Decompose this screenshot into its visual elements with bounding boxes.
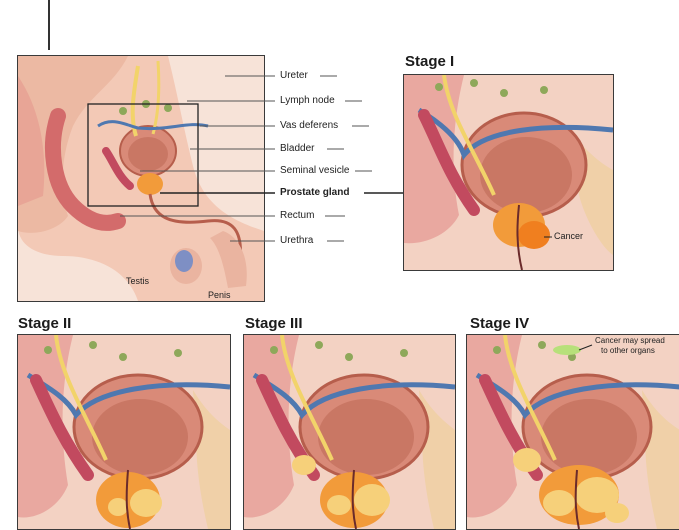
stage-1-title: Stage I (405, 53, 454, 70)
stage-4-panel: Cancer may spread to other organs (466, 334, 679, 530)
label-seminal-vesicle: Seminal vesicle (280, 165, 349, 176)
label-vas-deferens: Vas deferens (280, 120, 338, 131)
stage-2-anatomy (18, 335, 230, 529)
stage-3-panel (243, 334, 456, 530)
stage-4-spread-line2: to other organs (601, 346, 655, 355)
top-left-tick (48, 0, 50, 50)
testis-label: Testis (126, 276, 149, 286)
overview-panel: Testis Penis (17, 55, 265, 302)
label-prostate-gland: Prostate gland (280, 187, 349, 198)
label-bladder: Bladder (280, 143, 314, 154)
stage-3-title: Stage III (245, 315, 303, 332)
stage-4-anatomy (467, 335, 679, 529)
label-ureter: Ureter (280, 70, 308, 81)
stage-4-title: Stage IV (470, 315, 529, 332)
stage-1-panel: Cancer (403, 74, 614, 271)
stage-3-anatomy (244, 335, 455, 529)
label-lymph-node: Lymph node (280, 95, 335, 106)
stage-2-title: Stage II (18, 315, 71, 332)
stage-1-cancer-label: Cancer (554, 231, 583, 241)
label-rectum: Rectum (280, 210, 314, 221)
stage-2-panel (17, 334, 231, 530)
stage-4-spread-line1: Cancer may spread (595, 336, 665, 345)
overview-anatomy (18, 56, 264, 301)
label-urethra: Urethra (280, 235, 313, 246)
penis-label: Penis (208, 290, 231, 300)
